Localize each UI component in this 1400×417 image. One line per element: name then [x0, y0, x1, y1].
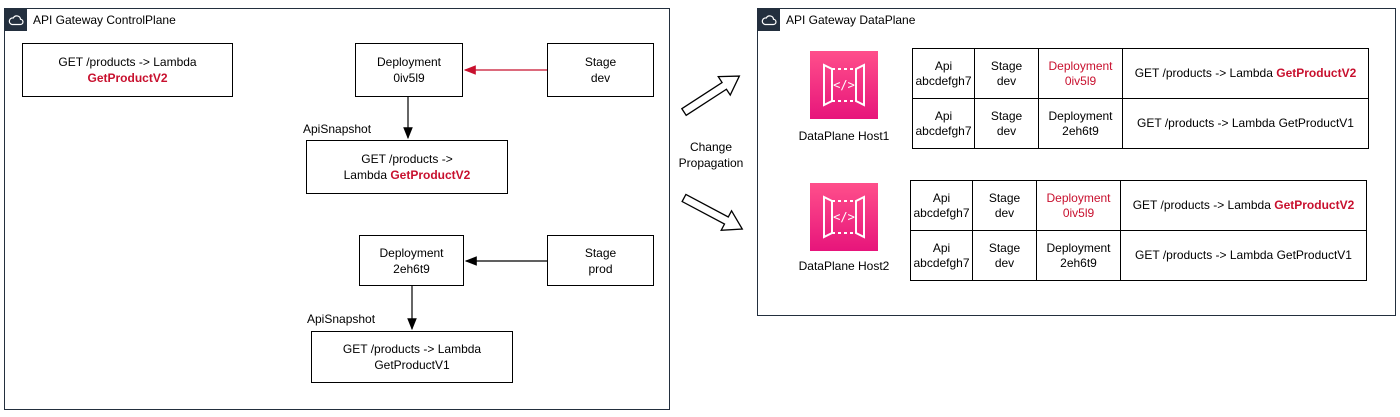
api-label: Api: [934, 58, 953, 73]
stage-label: Stage: [988, 240, 1021, 255]
propagation-arrow-down: [681, 193, 744, 231]
deployment-label: Deployment: [1046, 190, 1111, 205]
deployment-dev-label: Deployment: [376, 55, 442, 69]
deployment-label: Deployment: [1048, 108, 1113, 123]
deployment-prod-box: Deployment 2eh6t9: [359, 235, 464, 286]
api-id: abcdefgh7: [913, 255, 970, 270]
stage-name: dev: [996, 73, 1017, 88]
api-label: Api: [932, 240, 951, 255]
route-text: GET /products -> Lambda: [1137, 116, 1276, 130]
deployment-dev-box: Deployment 0iv5l9: [355, 43, 463, 97]
svg-text:</>: </>: [833, 78, 855, 92]
control-plane-group: API Gateway ControlPlane: [4, 8, 670, 410]
propagation-line2: Propagation: [678, 156, 744, 170]
api-label: Api: [934, 108, 953, 123]
host1-label: DataPlane Host1: [798, 129, 890, 143]
deployment-id: 2eh6t9: [1062, 123, 1099, 138]
propagation-line1: Change: [689, 140, 733, 154]
current-route-text: GET /products -> Lambda: [58, 55, 197, 69]
route-text: GET /products -> Lambda: [1134, 66, 1273, 80]
data-plane-header: API Gateway DataPlane: [758, 9, 915, 31]
stage-prod-name: prod: [588, 261, 613, 276]
route-function: GetProductV1: [1276, 248, 1352, 262]
api-id: abcdefgh7: [915, 123, 972, 138]
stage-label: Stage: [990, 58, 1023, 73]
route-function: GetProductV1: [1278, 116, 1354, 130]
cloud-icon: [758, 9, 780, 31]
route-function: GetProductV2: [1276, 66, 1357, 80]
deployment-prod-label: Deployment: [379, 245, 444, 260]
api-gateway-endpoint-icon: </>: [810, 51, 878, 119]
route-text: GET /products -> Lambda: [1135, 248, 1274, 262]
api-id: abcdefgh7: [913, 205, 970, 220]
route-cell: GET /products -> Lambda GetProductV1: [1122, 98, 1369, 149]
snapshot-dev-label: ApiSnapshot: [303, 122, 372, 136]
snapshot-prod-box: GET /products -> Lambda GetProductV1: [311, 331, 513, 383]
stage-label: Stage: [988, 190, 1021, 205]
stage-dev-label: Stage: [584, 55, 617, 69]
stage-name: dev: [994, 205, 1015, 220]
svg-text:</>: </>: [833, 210, 855, 224]
deployment-dev-id: 0iv5l9: [393, 71, 425, 85]
snapshot-dev-line2-prefix: Lambda: [343, 168, 387, 182]
api-gateway-endpoint-icon: </>: [810, 183, 878, 251]
current-route-box: GET /products -> Lambda GetProductV2: [22, 43, 233, 97]
stage-name: dev: [994, 255, 1015, 270]
route-text: GET /products -> Lambda: [1132, 198, 1271, 212]
api-label: Api: [932, 190, 951, 205]
host2-label: DataPlane Host2: [798, 259, 890, 273]
current-route-function: GetProductV2: [87, 71, 168, 85]
route-cell: GET /products -> Lambda GetProductV2: [1122, 48, 1369, 99]
data-plane-title: API Gateway DataPlane: [786, 13, 916, 27]
deployment-label: Deployment: [1048, 58, 1113, 73]
cloud-icon: [5, 9, 27, 31]
deployment-id: 0iv5l9: [1064, 73, 1097, 88]
snapshot-dev-line1: GET /products ->: [361, 152, 453, 166]
stage-label: Stage: [990, 108, 1023, 123]
control-plane-header: API Gateway ControlPlane: [5, 9, 176, 31]
route-function: GetProductV2: [1274, 198, 1355, 212]
stage-prod-box: Stage prod: [547, 235, 654, 286]
deployment-prod-id: 2eh6t9: [393, 261, 430, 276]
snapshot-dev-box: GET /products -> Lambda GetProductV2: [306, 140, 508, 194]
deployment-id: 0iv5l9: [1062, 205, 1095, 220]
snapshot-prod-label: ApiSnapshot: [307, 312, 376, 326]
stage-dev-name: dev: [590, 71, 611, 85]
route-cell: GET /products -> Lambda GetProductV1: [1120, 230, 1367, 281]
deployment-id: 2eh6t9: [1060, 255, 1097, 270]
deployment-label: Deployment: [1046, 240, 1111, 255]
propagation-label: Change Propagation: [668, 139, 754, 171]
snapshot-prod-line1: GET /products -> Lambda: [342, 342, 482, 356]
snapshot-dev-function: GetProductV2: [390, 168, 471, 182]
data-plane-group: API Gateway DataPlane: [757, 8, 1396, 316]
snapshot-prod-line2: GetProductV1: [374, 358, 450, 372]
stage-name: dev: [996, 123, 1017, 138]
stage-prod-label: Stage: [584, 245, 617, 260]
propagation-arrow-up: [680, 75, 741, 117]
control-plane-title: API Gateway ControlPlane: [33, 13, 176, 27]
api-id: abcdefgh7: [915, 73, 972, 88]
stage-dev-box: Stage dev: [547, 43, 654, 97]
route-cell: GET /products -> Lambda GetProductV2: [1120, 180, 1367, 231]
